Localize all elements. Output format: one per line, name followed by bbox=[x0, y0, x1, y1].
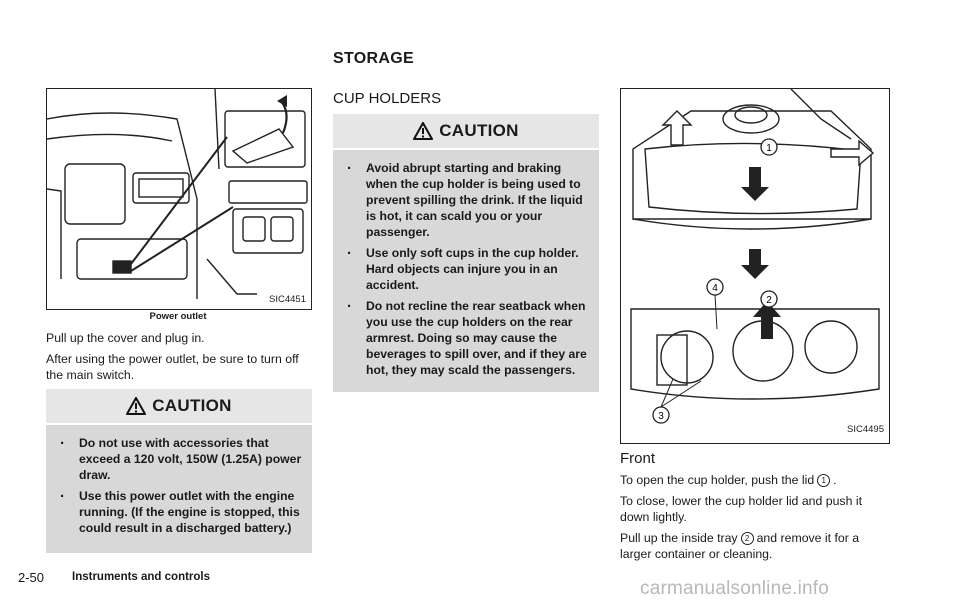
warning-triangle-icon bbox=[126, 397, 147, 415]
caution-header: CAUTION bbox=[46, 389, 312, 425]
callout-2: 2 bbox=[740, 532, 754, 545]
watermark: carmanualsonline.info bbox=[640, 578, 830, 599]
caution-box-cup-holders: CAUTION Avoid abrupt starting and brakin… bbox=[333, 114, 599, 392]
cup-holders-heading: CUP HOLDERS bbox=[333, 90, 442, 107]
power-outlet-illustration bbox=[47, 89, 308, 299]
section-title: STORAGE bbox=[333, 50, 414, 67]
caution-item: Use only soft cups in the cup holder. Ha… bbox=[345, 242, 591, 293]
cup-holder-figure: 1 2 3 4 bbox=[620, 88, 890, 444]
paragraph-plug-in: Pull up the cover and plug in. bbox=[46, 331, 205, 345]
paragraph-turn-off: After using the power outlet, be sure to… bbox=[46, 352, 299, 382]
caution-item: Do not use with accessories that exceed … bbox=[58, 432, 304, 483]
callout-1: 1 bbox=[817, 474, 831, 487]
caution-box-power-outlet: CAUTION Do not use with accessories that… bbox=[46, 389, 312, 553]
caution-list: Avoid abrupt starting and braking when t… bbox=[333, 150, 599, 393]
caution-item: Use this power outlet with the engine ru… bbox=[58, 485, 304, 536]
caution-title: CAUTION bbox=[439, 121, 519, 140]
figure-code-sic4495: SIC4495 bbox=[847, 424, 884, 435]
figure-callout-1: 1 bbox=[766, 143, 772, 154]
front-heading: Front bbox=[620, 450, 656, 467]
figure-callout-4: 4 bbox=[712, 283, 718, 294]
page-number: 2-50 bbox=[18, 570, 45, 585]
caution-list: Do not use with accessories that exceed … bbox=[46, 425, 312, 551]
caution-title: CAUTION bbox=[152, 396, 232, 415]
caution-item: Do not recline the rear seatback when yo… bbox=[345, 295, 591, 378]
power-outlet-figure bbox=[46, 88, 312, 310]
figure-callout-2: 2 bbox=[766, 295, 772, 306]
caution-header: CAUTION bbox=[333, 114, 599, 150]
power-outlet-instructions: Pull up the cover and plug in. After usi… bbox=[46, 330, 312, 388]
chapter-title: Instruments and controls bbox=[72, 571, 211, 583]
cup-holder-illustration: 1 2 3 4 bbox=[630, 89, 880, 424]
figure-caption-power-outlet: Power outlet bbox=[149, 311, 207, 322]
warning-triangle-icon bbox=[413, 122, 434, 140]
figure-callout-3: 3 bbox=[658, 411, 664, 422]
paragraph-close: To close, lower the cup holder lid and p… bbox=[620, 494, 862, 524]
caution-item: Avoid abrupt starting and braking when t… bbox=[345, 157, 591, 240]
figure-code-sic4451: SIC4451 bbox=[269, 294, 306, 305]
